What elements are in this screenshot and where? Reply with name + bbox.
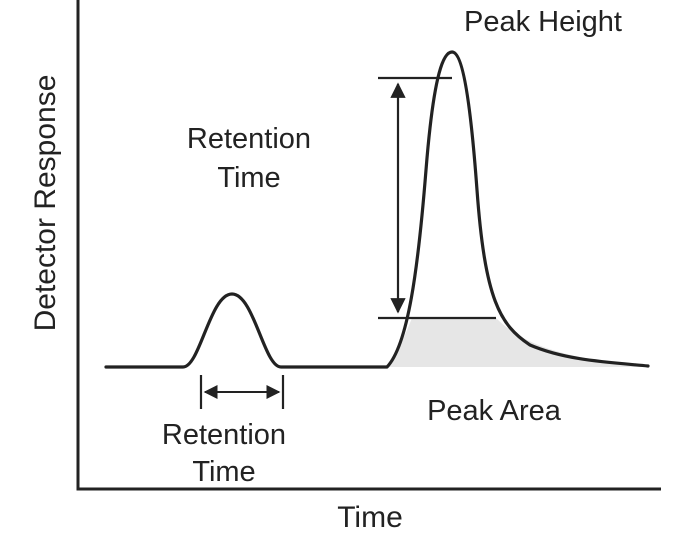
peak-area-label: Peak Area (427, 395, 562, 427)
x-axis-label: Time (337, 501, 403, 532)
retention-time-upper-line1: Retention (187, 123, 311, 155)
y-axis-label: Detector Response (29, 75, 62, 332)
retention-time-lower-line1: Retention (162, 419, 286, 451)
peak-area-shading (387, 318, 648, 367)
peak-height-label: Peak Height (464, 6, 622, 38)
chromatogram-trace (104, 50, 650, 369)
retention-time-upper-line2: Time (217, 162, 280, 194)
retention-time-lower-line2: Time (192, 456, 255, 488)
